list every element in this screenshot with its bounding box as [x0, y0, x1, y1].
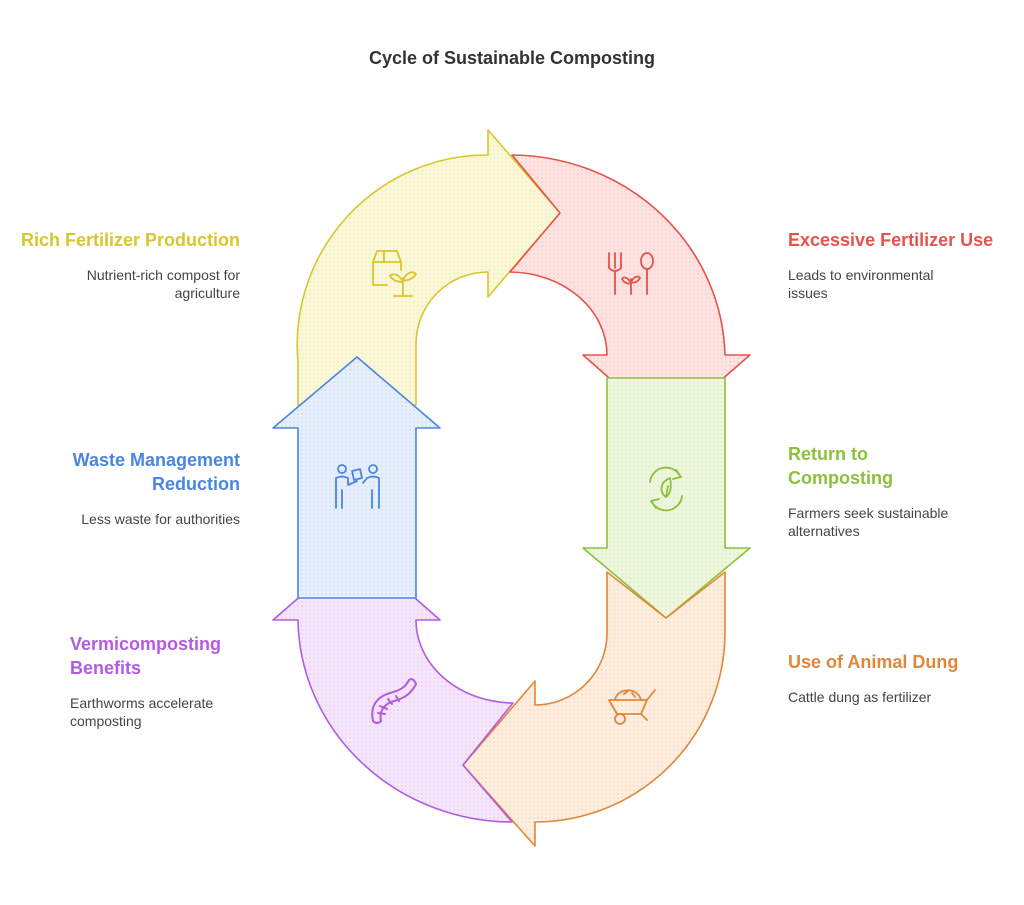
- label-rich-fertilizer-production: Rich Fertilizer Production Nutrient-rich…: [0, 228, 240, 302]
- label-return-to-composting: Return to Composting Farmers seek sustai…: [788, 442, 1024, 540]
- label-waste-management-reduction: Waste Management Reduction Less waste fo…: [0, 448, 240, 528]
- heading-rich-fertilizer-production: Rich Fertilizer Production: [20, 230, 240, 250]
- diagram-title: Cycle of Sustainable Composting: [368, 48, 656, 68]
- heading-waste-management-reduction: Waste Management Reduction: [72, 450, 240, 494]
- label-vermicomposting-benefits: Vermicomposting Benefits Earthworms acce…: [70, 632, 270, 730]
- heading-excessive-fertilizer-use: Excessive Fertilizer Use: [788, 230, 994, 250]
- fork-spoon-sprout-icon: [608, 252, 654, 295]
- heading-vermicomposting-benefits: Vermicomposting Benefits: [70, 634, 222, 678]
- description-waste-management-reduction: Less waste for authorities: [81, 511, 240, 527]
- description-rich-fertilizer-production: Nutrient-rich compost for agriculture: [86, 267, 240, 301]
- wheelbarrow-icon: [608, 689, 656, 725]
- box-plant-icon: [372, 250, 417, 297]
- description-use-of-animal-dung: Cattle dung as fertilizer: [788, 689, 932, 705]
- description-vermicomposting-benefits: Earthworms accelerate composting: [70, 695, 214, 729]
- description-return-to-composting: Farmers seek sustainable alternatives: [788, 505, 949, 539]
- heading-return-to-composting: Return to Composting: [788, 444, 893, 488]
- arrow-excessive-fertilizer-use: [509, 154, 751, 429]
- label-excessive-fertilizer-use: Excessive Fertilizer Use Leads to enviro…: [788, 228, 1024, 302]
- recycle-leaf-icon: [649, 466, 683, 512]
- people-handover-icon: [335, 464, 380, 509]
- heading-use-of-animal-dung: Use of Animal Dung: [788, 652, 959, 672]
- arrow-rich-fertilizer-production: [296, 129, 561, 406]
- arrow-vermicomposting-benefits: [272, 546, 514, 823]
- arrow-return-to-composting: [582, 377, 751, 619]
- arrow-use-of-animal-dung: [462, 571, 726, 847]
- label-use-of-animal-dung: Use of Animal Dung Cattle dung as fertil…: [788, 650, 1024, 706]
- worm-icon: [371, 678, 417, 724]
- arrow-waste-management-reduction: [272, 356, 441, 599]
- description-excessive-fertilizer-use: Leads to environmental issues: [788, 267, 934, 301]
